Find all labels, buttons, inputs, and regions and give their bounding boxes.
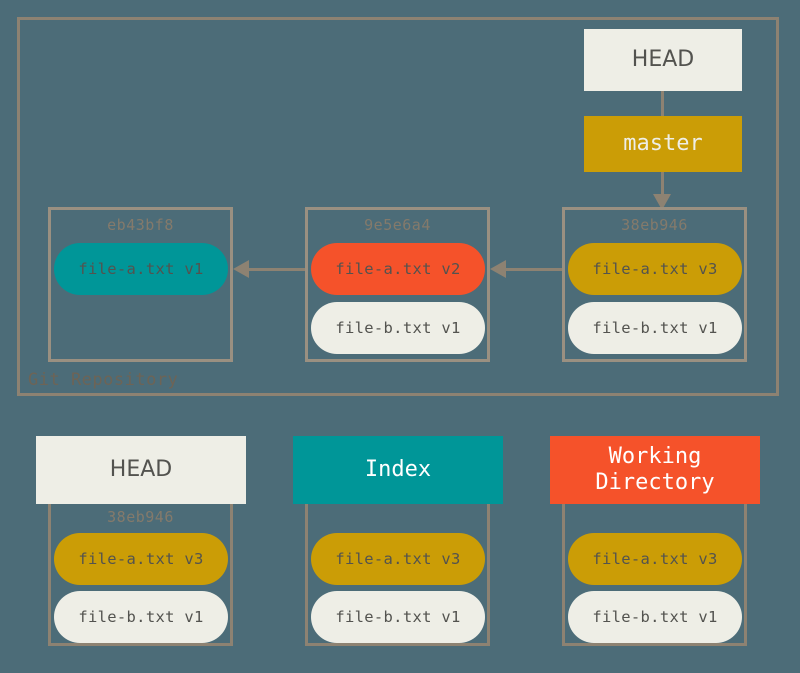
commit-1-file-0-label: file-a.txt v1	[78, 260, 204, 278]
connector-head-to-master	[661, 91, 664, 116]
head-stage-file-0: file-a.txt v3	[54, 533, 228, 585]
commit-2-file-1: file-b.txt v1	[311, 302, 485, 354]
working-directory-title-line2: Directory	[595, 470, 715, 495]
commit-frame-1: eb43bf8	[48, 207, 233, 362]
head-stage-file-0-label: file-a.txt v3	[78, 550, 204, 568]
working-directory-file-0-label: file-a.txt v3	[592, 550, 718, 568]
index-stage-file-0-label: file-a.txt v3	[335, 550, 461, 568]
index-stage-file-1: file-b.txt v1	[311, 591, 485, 643]
git-repository-label: Git Repository	[28, 370, 179, 390]
commit-3-file-1: file-b.txt v1	[568, 302, 742, 354]
working-directory-stage-header: Working Directory	[550, 436, 760, 504]
index-stage-file-1-label: file-b.txt v1	[335, 608, 461, 626]
arrow-commit2-to-commit1-icon	[233, 260, 249, 278]
index-stage-title: Index	[364, 457, 432, 483]
commit-2-file-0-label: file-a.txt v2	[335, 260, 461, 278]
head-ref-label: HEAD	[631, 47, 695, 73]
head-stage-file-1: file-b.txt v1	[54, 591, 228, 643]
connector-commit3-to-commit2	[505, 268, 562, 271]
head-stage-sha: 38eb946	[107, 508, 174, 526]
index-stage-rail	[305, 503, 490, 646]
commit-2-file-0: file-a.txt v2	[311, 243, 485, 295]
head-stage-file-1-label: file-b.txt v1	[78, 608, 204, 626]
head-ref-box: HEAD	[584, 29, 742, 91]
index-stage-file-0: file-a.txt v3	[311, 533, 485, 585]
commit-3-file-0-label: file-a.txt v3	[592, 260, 718, 278]
working-directory-file-1: file-b.txt v1	[568, 591, 742, 643]
arrow-commit3-to-commit2-icon	[490, 260, 506, 278]
master-branch-label: master	[623, 131, 703, 157]
commit-sha-1: eb43bf8	[107, 216, 174, 234]
commit-frame-3: 38eb946	[562, 207, 747, 362]
commit-3-file-0: file-a.txt v3	[568, 243, 742, 295]
commit-sha-2: 9e5e6a4	[364, 216, 431, 234]
working-directory-stage-rail	[562, 503, 747, 646]
commit-3-file-1-label: file-b.txt v1	[592, 319, 718, 337]
index-stage-header: Index	[293, 436, 503, 504]
commit-2-file-1-label: file-b.txt v1	[335, 319, 461, 337]
commit-sha-3: 38eb946	[621, 216, 688, 234]
commit-frame-2: 9e5e6a4	[305, 207, 490, 362]
commit-1-file-0: file-a.txt v1	[54, 243, 228, 295]
arrow-master-to-commit-icon	[653, 194, 671, 210]
head-stage-title: HEAD	[109, 457, 173, 483]
working-directory-title-line1: Working	[608, 444, 702, 470]
connector-commit2-to-commit1	[248, 268, 305, 271]
master-branch-box: master	[584, 116, 742, 172]
head-stage-rail	[48, 503, 233, 646]
working-directory-file-1-label: file-b.txt v1	[592, 608, 718, 626]
git-repository-frame	[17, 17, 779, 396]
working-directory-file-0: file-a.txt v3	[568, 533, 742, 585]
connector-master-to-commit	[661, 172, 664, 196]
head-stage-header: HEAD	[36, 436, 246, 504]
